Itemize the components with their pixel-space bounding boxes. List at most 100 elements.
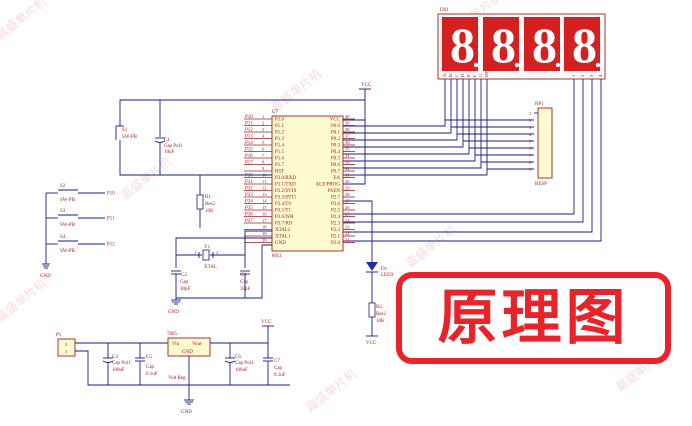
decimal-point-icon — [514, 62, 520, 68]
segment-pin-label: G — [478, 73, 483, 77]
watermark: 嘉盛单片机 — [0, 0, 49, 42]
digit-char: 8 — [572, 17, 597, 73]
c7-value: 0.1uF — [274, 373, 286, 378]
c2-part: Cap — [180, 280, 189, 285]
segment-pin-label: DP — [484, 71, 489, 77]
c4-value: 100uF — [112, 368, 125, 373]
mcu-pin-number: 18 — [262, 225, 267, 230]
led-part: LED3 — [381, 273, 394, 278]
mcu-body — [271, 115, 344, 252]
mcu-pin-number: 4 — [262, 134, 265, 139]
led-ref: D1 — [381, 267, 388, 272]
mcu-net-label: P17 — [245, 161, 253, 166]
mcu-pin-number: 11 — [262, 179, 267, 184]
mcu-pin-number: 24 — [345, 218, 350, 223]
schematic-title-badge: 原理图 — [396, 272, 671, 364]
mcu-pin-name: P1.1 — [275, 124, 285, 129]
conn-ref: P1 — [56, 333, 62, 338]
mcu-part: 8051 — [272, 254, 283, 259]
mcu-pin-number: 40 — [345, 114, 350, 119]
mcu-pin-name: P2.7 — [331, 196, 341, 201]
rp1-part: RESP — [535, 182, 547, 187]
mcu-pin-name: P1.7 — [275, 163, 285, 168]
key-net: P10 — [107, 192, 115, 197]
mcu-pin-name: P2.1 — [331, 235, 341, 240]
c2-ref: C2 — [181, 273, 187, 278]
mcu-net-label: P16 — [245, 154, 253, 159]
mcu-pin-name: P3.5/T1 — [275, 209, 291, 214]
common-pin-label: 2 — [580, 74, 585, 77]
segment-pin-label: D — [460, 73, 465, 77]
power-gnd-label: GND — [181, 410, 192, 415]
mcu-pin-number: 8 — [262, 160, 265, 165]
c6-ref: C6 — [235, 355, 241, 360]
mcu-pin-name: P0.5 — [331, 157, 341, 162]
mcu-pin-number: 21 — [345, 238, 350, 243]
watermark: 嘉盛单片机 — [268, 66, 325, 115]
display-ref: DS1 — [440, 8, 449, 13]
mcu-pin-name: VCC — [330, 118, 341, 123]
mcu-pin-number: 37 — [345, 134, 350, 139]
mcu-pin-number: 7 — [262, 153, 265, 158]
decimal-point-icon — [595, 62, 601, 68]
digit-1 — [442, 17, 478, 71]
mcu-pin-name: P2.0 — [331, 241, 341, 246]
mcu-pin-name: PSEN — [328, 189, 341, 194]
key-ref: S2 — [60, 184, 66, 189]
reset-cap-ref: C1 — [164, 138, 170, 143]
watermark: 嘉盛单片机 — [403, 222, 460, 271]
mcu-pin-name: P2.4 — [331, 215, 341, 220]
display-wires — [343, 79, 602, 242]
c4-part: Cap Pol1 — [112, 361, 131, 366]
mcu-net-label: P12 — [245, 128, 253, 133]
mcu-pin-number: 13 — [262, 192, 267, 197]
reset-circuit: S1 SW-PB C1 Cap Pol1 10uF R1 Res2 10K — [115, 123, 272, 228]
watermark: 嘉盛单片机 — [118, 154, 175, 203]
mcu-pin-number: 19 — [262, 231, 267, 236]
watermark: 嘉盛单片机 — [303, 366, 360, 415]
mcu-pin-number: 25 — [345, 212, 350, 217]
mcu-pin-name: P3.1/TXD — [275, 183, 296, 188]
mcu-pin-name: P0.1 — [331, 131, 341, 136]
segment-pin-label: E — [466, 74, 471, 77]
crystal-pin1: 1 — [194, 250, 197, 255]
mcu-pin-name: P3.3/INT1 — [275, 196, 297, 201]
rp1-pin-number: 5 — [529, 139, 532, 144]
mcu-pin-number: 16 — [262, 212, 267, 217]
mcu-pin-name: P1.3 — [275, 137, 285, 142]
reg-ref: 7805 — [167, 332, 178, 337]
mcu-net-label: P35 — [245, 206, 253, 211]
mcu-net-label: P31 — [245, 180, 253, 185]
c7-part: Cap — [274, 366, 283, 371]
mcu-pin-number: 15 — [262, 205, 267, 210]
reg-in: Vin — [172, 342, 180, 347]
mcu-pin-number: 38 — [345, 127, 350, 132]
led-circuit: D1 LED3 R2 Res2 10K VCC — [343, 200, 394, 346]
mcu-pin-name: P2.3 — [331, 222, 341, 227]
reg-label: Volt Reg — [168, 376, 186, 381]
keys-gnd-label: GND — [40, 274, 51, 279]
rp1-body — [537, 107, 553, 179]
power-vcc-label: VCC — [261, 320, 272, 325]
rp1-pin-number: 9 — [529, 167, 532, 172]
conn-pin1: 1 — [65, 349, 68, 354]
crystal-gnd-label: GND — [168, 310, 179, 315]
power-supply: P1 2 1 7805 Vin Vout GND Volt Reg GND VC… — [56, 320, 290, 415]
rp1-pin-number: 1 — [529, 111, 532, 116]
common-pin-label: 3 — [589, 74, 594, 77]
rp1-pin-number: 7 — [529, 153, 532, 158]
common-pin-label: 1 — [571, 74, 576, 77]
mcu-pin-number: 35 — [345, 147, 350, 152]
crystal-pin2: 2 — [216, 250, 219, 255]
mcu-pin-number: 30 — [345, 179, 350, 184]
mcu-pin-name: XTAL2 — [275, 228, 291, 233]
mcu-pin-name: GND — [275, 241, 286, 246]
rp1-pin-number: 2 — [529, 118, 532, 123]
reset-cap-part: Cap Pol1 — [164, 144, 183, 149]
mcu-pin-name: P3.2/INT0 — [275, 189, 297, 194]
